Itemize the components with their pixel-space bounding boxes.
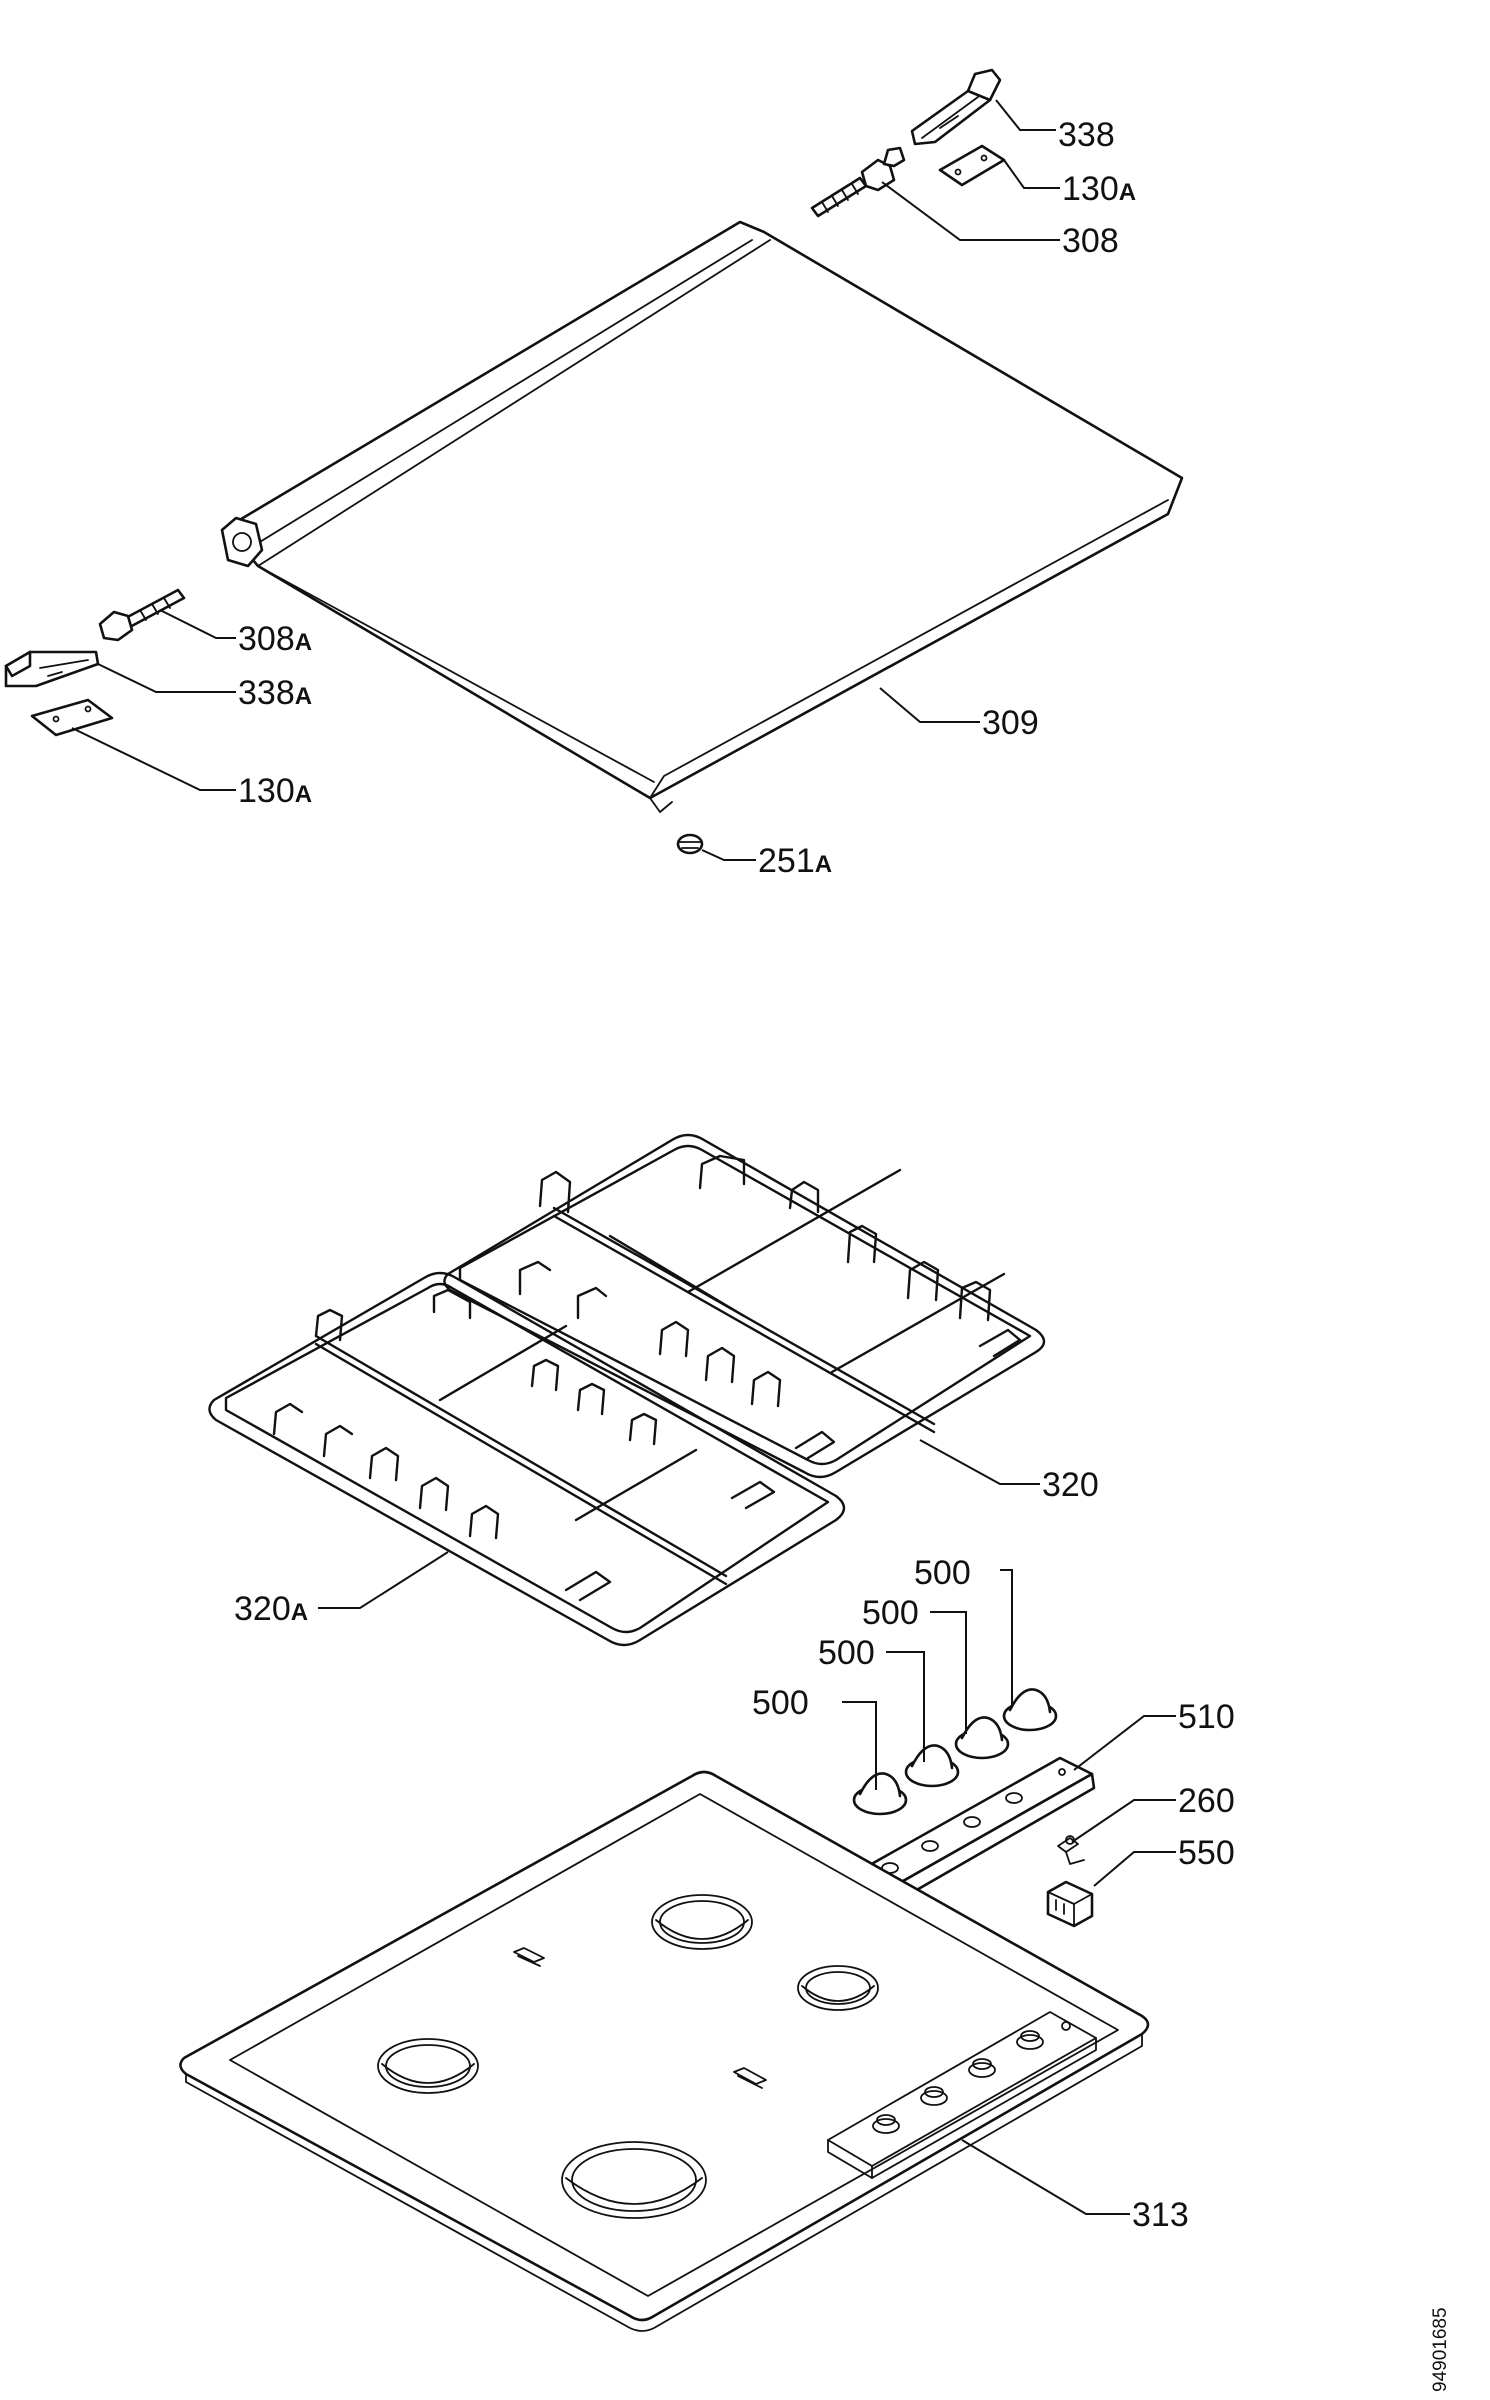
callout-313: 313 [1132, 2196, 1189, 2234]
hinge-pin-308a [98, 588, 186, 642]
control-knob-500-1 [852, 1772, 908, 1816]
callout-130a-left: 130A [238, 772, 312, 810]
leader-lines [71, 99, 1176, 2215]
clip-260 [1057, 1835, 1085, 1865]
plate-130a-left [30, 698, 114, 737]
callout-labels: 338 130A 308 308A 338A 309 130A 251A 320… [234, 116, 1235, 2234]
callout-550: 550 [1178, 1834, 1235, 1872]
burner-ring-back [651, 1894, 753, 1950]
burner-ring-right [797, 1965, 879, 2011]
callout-308a: 308A [238, 620, 312, 658]
control-knob-500-4 [1002, 1688, 1058, 1732]
document-id: 94901685 [1430, 2307, 1451, 2392]
callout-500-1: 500 [914, 1554, 971, 1592]
pan-support-320a [208, 1271, 846, 1647]
hob-control-strip [827, 2011, 1097, 2179]
callout-308: 308 [1062, 222, 1119, 260]
cover-lid-309 [220, 220, 1184, 813]
callout-500-3: 500 [818, 1634, 875, 1672]
control-knob-500-2 [904, 1744, 960, 1788]
callout-320a: 320A [234, 1590, 308, 1628]
callout-260: 260 [1178, 1782, 1235, 1820]
burner-ring-left [377, 2038, 479, 2094]
control-knob-500-3 [954, 1716, 1010, 1760]
callout-338: 338 [1058, 116, 1115, 154]
callout-251a: 251A [758, 842, 832, 880]
burner-ring-front [561, 2141, 707, 2219]
callout-338a: 338A [238, 674, 312, 712]
hinge-338 [910, 68, 1002, 146]
callout-320: 320 [1042, 1466, 1099, 1504]
hinge-pin-308 [810, 146, 906, 218]
callout-500-2: 500 [862, 1594, 919, 1632]
connector-550 [1046, 1880, 1094, 1928]
hob-top-313 [179, 1770, 1150, 2332]
callout-309: 309 [982, 704, 1039, 742]
plate-130a-top [938, 144, 1006, 187]
callout-510: 510 [1178, 1698, 1235, 1736]
igniter-slot-1 [513, 1947, 545, 1967]
igniter-slot-2 [733, 2067, 767, 2089]
hinge-338a [4, 650, 100, 688]
foot-251a [676, 833, 704, 855]
callout-500-4: 500 [752, 1684, 809, 1722]
callout-130a-top: 130A [1062, 170, 1136, 208]
pan-support-320 [443, 1133, 1046, 1479]
